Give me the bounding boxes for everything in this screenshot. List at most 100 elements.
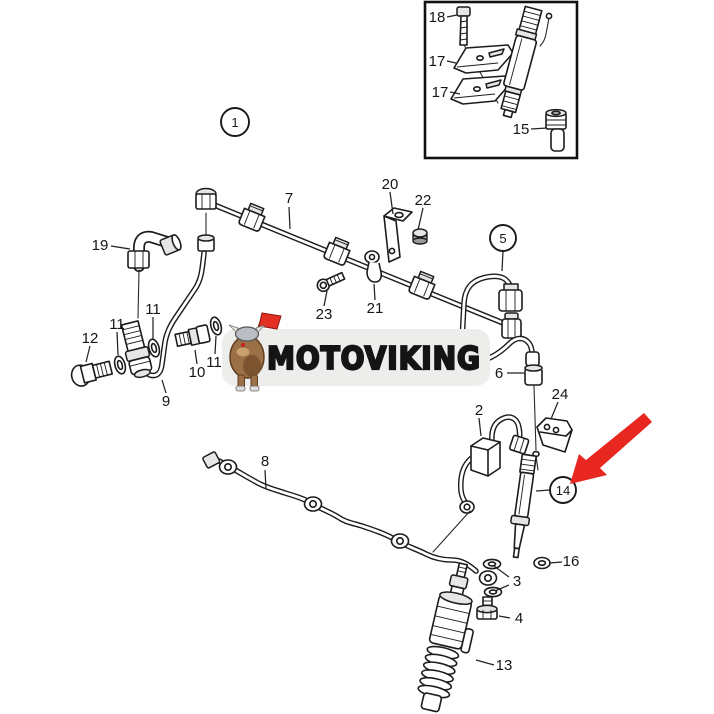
callout-circle [489, 224, 517, 252]
callout-17: 17 [429, 53, 457, 70]
callout-number: 24 [552, 386, 569, 403]
nut-22 [412, 228, 428, 245]
callout-number: 8 [261, 453, 269, 470]
callout-9: 9 [161, 379, 170, 410]
overflow-valve [120, 320, 153, 379]
pipe-end-fitting [525, 351, 540, 367]
callout-16: 16 [548, 553, 580, 570]
callout-5: 5 [489, 224, 517, 272]
nipple-10 [174, 324, 211, 347]
callout-19: 19 [92, 237, 131, 254]
callout-number: 1 [231, 115, 238, 130]
callout-leader [498, 615, 511, 619]
callout-leader [194, 349, 198, 365]
callout-3: 3 [493, 565, 521, 592]
bracket-20 [383, 207, 413, 263]
callout-14: 14 [535, 476, 577, 504]
washer-16 [533, 556, 551, 570]
callout-number: 23 [316, 306, 333, 323]
watermark-text: MOTOVIKING [267, 341, 481, 377]
bracket-24 [536, 417, 573, 453]
callout-number: 20 [382, 176, 399, 193]
callout-number: 3 [513, 573, 521, 590]
callout-11: 11 [109, 316, 125, 356]
callout-leader [288, 206, 291, 230]
callout-15: 15 [513, 121, 548, 138]
plug-12 [70, 360, 114, 387]
elbow-19 [127, 234, 182, 319]
callout-11: 11 [145, 301, 161, 339]
assembly-line [533, 385, 537, 451]
unit-injector-13 [417, 562, 474, 713]
banjo-bolt-4 [476, 596, 498, 620]
callout-number: 11 [109, 316, 125, 333]
callout-17: 17 [432, 84, 461, 101]
callout-number: 9 [162, 393, 170, 410]
leak-off-line-8 [202, 451, 476, 571]
callout-number: 4 [515, 610, 523, 627]
callout-number: 16 [563, 553, 580, 570]
callout-leader [446, 60, 457, 64]
callout-leader [475, 659, 495, 666]
watermark: MOTOVIKING [222, 312, 490, 392]
callout-number: 2 [475, 402, 483, 419]
injector-inset [500, 5, 543, 119]
callout-number: 12 [82, 330, 99, 347]
callout-number: 17 [429, 53, 446, 70]
callout-leader [264, 469, 267, 490]
callout-number: 22 [415, 192, 432, 209]
callout-22: 22 [415, 192, 432, 231]
inset-detail-box [423, 0, 579, 160]
callout-circle [549, 476, 577, 504]
callout-11: 11 [206, 335, 222, 371]
fuel-rail-7 [195, 187, 511, 328]
callout-leader [449, 91, 461, 95]
callout-24: 24 [550, 386, 569, 420]
callout-leader [494, 584, 510, 592]
washer-11-c [207, 315, 225, 337]
callout-number: 18 [429, 9, 446, 26]
banjo-fitting [218, 459, 238, 475]
callout-number: 13 [496, 657, 513, 674]
callout-number: 17 [432, 84, 449, 101]
injector-14 [510, 453, 538, 559]
callout-1: 1 [220, 107, 250, 137]
callout-number: 11 [145, 301, 161, 318]
callout-leader [110, 245, 131, 250]
union-washer [504, 312, 519, 320]
watermark-badge [222, 329, 490, 386]
callout-2: 2 [475, 402, 483, 437]
callout-leader [446, 14, 458, 18]
callout-leader [530, 127, 548, 130]
callout-leader [323, 290, 328, 307]
callout-leader [535, 489, 551, 492]
red-arrow-annotation [570, 413, 652, 484]
bolt-23 [316, 271, 346, 293]
viking-mascot-icon [228, 312, 282, 392]
callout-12: 12 [82, 330, 99, 363]
callout-number: 7 [285, 190, 293, 207]
callout-7: 7 [285, 190, 293, 230]
callout-leader [493, 565, 510, 578]
callout-number: 5 [499, 231, 506, 246]
leak-off-hose-2 [432, 417, 530, 553]
sleeve-15 [545, 108, 567, 152]
callout-10: 10 [189, 349, 205, 381]
callout-leader [161, 379, 167, 394]
callout-6: 6 [495, 365, 524, 382]
callout-number: 6 [495, 365, 503, 382]
callout-leader [417, 207, 424, 231]
callout-20: 20 [382, 176, 399, 215]
callout-leader [478, 417, 482, 437]
callout-leader [548, 561, 563, 564]
clamp-plate-17-upper [453, 44, 514, 74]
callout-number: 14 [556, 483, 570, 498]
sleeve-6 [524, 364, 543, 386]
callout-8: 8 [261, 453, 269, 490]
callout-leader [116, 331, 119, 356]
rail-end-cap [195, 187, 217, 252]
callout-23: 23 [316, 290, 333, 323]
